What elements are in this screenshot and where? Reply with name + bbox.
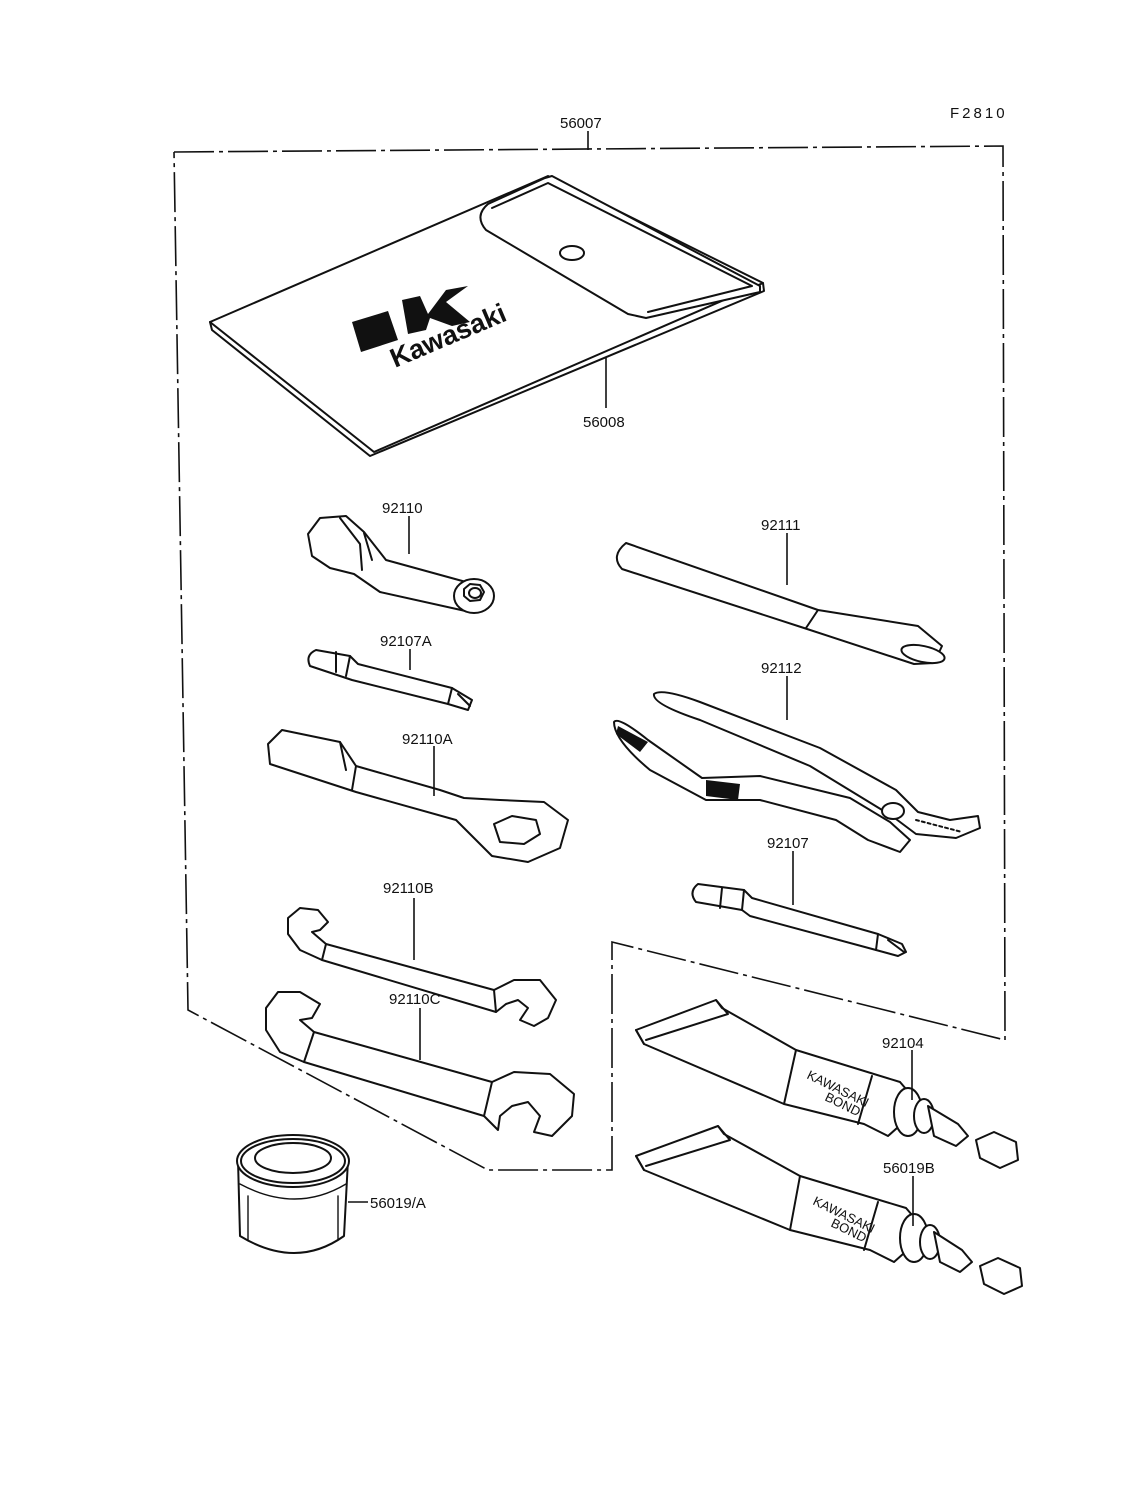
part-label-92107a[interactable]: 92107A <box>380 633 432 650</box>
screwdriver-bit-92107a[interactable] <box>307 649 473 711</box>
tool-pouch-56008[interactable]: Kawasaki <box>209 175 765 457</box>
figure-code: F2810 <box>950 105 1008 122</box>
plug-wrench-92110[interactable] <box>307 515 495 614</box>
part-label-92111[interactable]: 92111 <box>761 517 801 534</box>
part-label-56007[interactable]: 56007 <box>560 115 602 132</box>
part-label-92104[interactable]: 92104 <box>882 1035 924 1052</box>
tool-kit-frame <box>173 131 1006 1171</box>
part-label-56019b[interactable]: 56019B <box>883 1160 935 1177</box>
pliers-92112[interactable] <box>613 691 981 853</box>
part-label-92110[interactable]: 92110 <box>382 500 423 517</box>
part-label-92110a[interactable]: 92110A <box>402 731 453 748</box>
part-label-92112[interactable]: 92112 <box>761 660 802 677</box>
box-wrench-92110a[interactable] <box>267 729 569 863</box>
open-end-wrench-92110c[interactable] <box>265 991 575 1137</box>
screwdriver-92107[interactable] <box>691 883 907 957</box>
part-label-56008[interactable]: 56008 <box>583 414 625 431</box>
part-label-92107[interactable]: 92107 <box>767 835 809 852</box>
handle-bar-92111[interactable] <box>615 542 946 666</box>
part-label-92110b[interactable]: 92110B <box>383 880 434 897</box>
grease-can-56019a[interactable] <box>236 1134 350 1254</box>
part-label-92110c[interactable]: 92110C <box>389 991 441 1008</box>
bond-tube-92104[interactable]: KAWASAKI BOND <box>635 999 1019 1169</box>
bond-tube-56019b[interactable]: KAWASAKI BOND <box>635 1125 1023 1295</box>
open-end-wrench-92110b[interactable] <box>287 907 557 1027</box>
part-label-56019a[interactable]: 56019/A <box>370 1195 426 1212</box>
